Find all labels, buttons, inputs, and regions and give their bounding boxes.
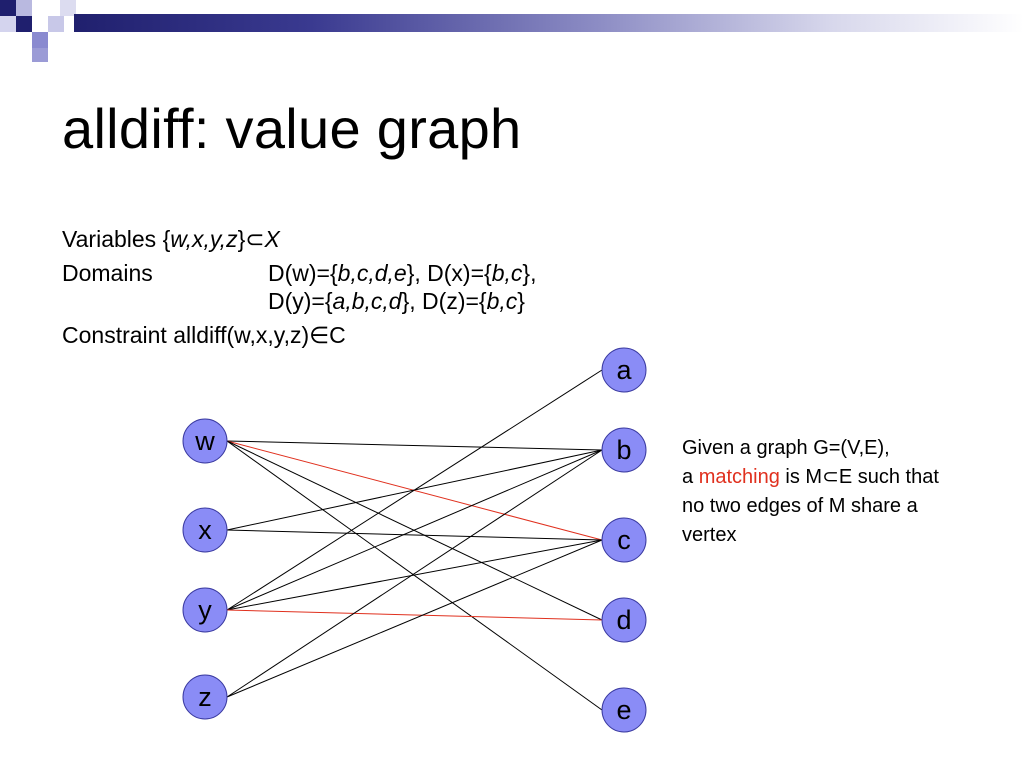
edge-y-d: [226, 609, 603, 621]
graph-edges: [226, 369, 603, 711]
matching-definition: Given a graph G=(V,E), a matching is M⊂E…: [682, 434, 939, 550]
edge-y-b: [226, 449, 603, 611]
node-w: w: [182, 418, 228, 464]
node-c: c: [601, 517, 647, 563]
edge-y-c: [226, 539, 603, 611]
constraint-line: Constraint alldiff(w,x,y,z)∈C: [62, 322, 346, 348]
node-label-z: z: [198, 682, 212, 712]
edge-z-b: [226, 449, 603, 698]
node-label-d: d: [616, 605, 631, 635]
definition-line-4: vertex: [682, 524, 737, 546]
graph-nodes: w x y z a b c d e: [182, 347, 647, 733]
node-label-e: e: [616, 695, 631, 725]
node-e: e: [601, 687, 647, 733]
node-label-a: a: [616, 355, 632, 385]
variables-line: Variables {w,x,y,z}⊂X: [62, 226, 280, 252]
domains-row-1: D(w)={b,c,d,e}, D(x)={b,c},: [268, 260, 537, 286]
edge-x-c: [226, 529, 603, 541]
node-a: a: [601, 347, 647, 393]
node-label-c: c: [617, 525, 631, 555]
edge-w-b: [226, 440, 603, 451]
node-b: b: [601, 427, 647, 473]
node-label-b: b: [616, 435, 631, 465]
title-bar-decoration: [0, 0, 1024, 64]
edge-z-c: [226, 539, 603, 698]
definition-line-3: no two edges of M share a: [682, 495, 918, 517]
node-label-y: y: [198, 595, 212, 625]
node-label-x: x: [198, 515, 212, 545]
edge-y-a: [226, 369, 603, 611]
definition-line-1: Given a graph G=(V,E),: [682, 437, 890, 459]
node-z: z: [182, 674, 228, 720]
domains-label: Domains: [62, 260, 153, 286]
slide-title: alldiff: value graph: [62, 97, 522, 160]
node-label-w: w: [194, 426, 215, 456]
definition-line-2: a matching is M⊂E such that: [682, 466, 939, 488]
domains-row-2: D(y)={a,b,c,d}, D(z)={b,c}: [268, 288, 525, 314]
matching-highlight: matching: [698, 466, 780, 488]
node-x: x: [182, 507, 228, 553]
node-y: y: [182, 587, 228, 633]
node-d: d: [601, 597, 647, 643]
